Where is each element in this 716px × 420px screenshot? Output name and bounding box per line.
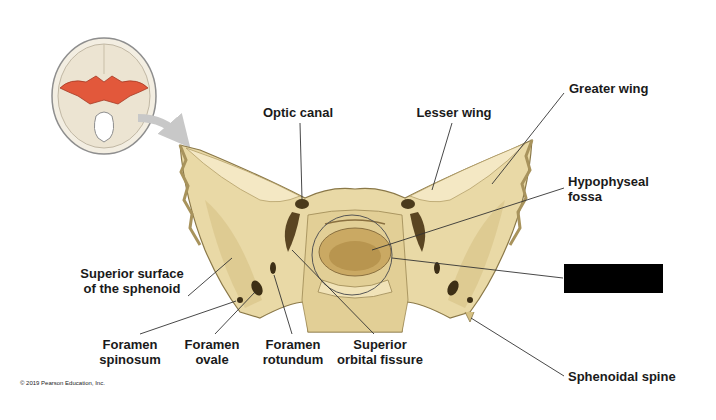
leader-line xyxy=(392,258,563,278)
part-label: Superior orbital fissure xyxy=(334,337,426,367)
serrated-edge xyxy=(180,145,200,245)
leader-line xyxy=(274,275,292,334)
skull-outline xyxy=(52,38,156,154)
foramen-ovale xyxy=(249,279,265,298)
orbital-fissure xyxy=(285,212,300,252)
leader-line xyxy=(492,93,564,184)
leader-lines xyxy=(140,93,564,376)
part-label: Superior surface of the sphenoid xyxy=(76,266,188,296)
leader-line xyxy=(292,250,374,334)
part-label: Optic canal xyxy=(252,105,344,120)
sphenoid-bone xyxy=(180,140,532,332)
view-arrow xyxy=(138,118,182,138)
part-label: Hypophyseal fossa xyxy=(568,174,663,204)
lesser-wing-left xyxy=(186,148,300,202)
lesser-wing-right xyxy=(410,143,526,202)
orbital-fissure xyxy=(410,212,425,252)
foramen-spinosum xyxy=(237,297,243,303)
sphenoid-highlight xyxy=(60,76,148,104)
leader-line xyxy=(372,188,564,250)
leader-line xyxy=(140,301,236,334)
part-label: Foramen ovale xyxy=(180,337,244,367)
sphenoid-body xyxy=(302,210,408,332)
sella-turcica xyxy=(319,228,391,276)
skull-inset xyxy=(52,38,156,154)
sphenoidal-spine xyxy=(465,312,474,322)
leader-line xyxy=(188,258,232,296)
foramen-spinosum xyxy=(467,297,473,303)
part-label: Foramen rotundum xyxy=(254,337,332,367)
hypophyseal-fossa xyxy=(329,241,381,271)
foramen-rotundum xyxy=(270,262,276,274)
foramen-ovale xyxy=(445,279,461,298)
foramen-magnum xyxy=(94,112,113,142)
part-label: Foramen spinosum xyxy=(94,337,166,367)
leader-line xyxy=(300,123,302,199)
cranial-floor xyxy=(58,44,150,148)
copyright-note: © 2019 Pearson Education, Inc. xyxy=(20,380,105,387)
leader-line xyxy=(432,123,452,190)
bone-outline xyxy=(180,140,532,332)
leader-line xyxy=(215,292,255,334)
optic-canal xyxy=(295,199,309,209)
part-label: Lesser wing xyxy=(408,105,500,120)
part-label: Sphenoidal spine xyxy=(568,369,676,384)
leader-line xyxy=(471,318,564,376)
crista-galli xyxy=(104,44,105,74)
redaction-box xyxy=(564,264,663,293)
part-label: Greater wing xyxy=(569,81,648,96)
optic-canal xyxy=(401,199,415,209)
